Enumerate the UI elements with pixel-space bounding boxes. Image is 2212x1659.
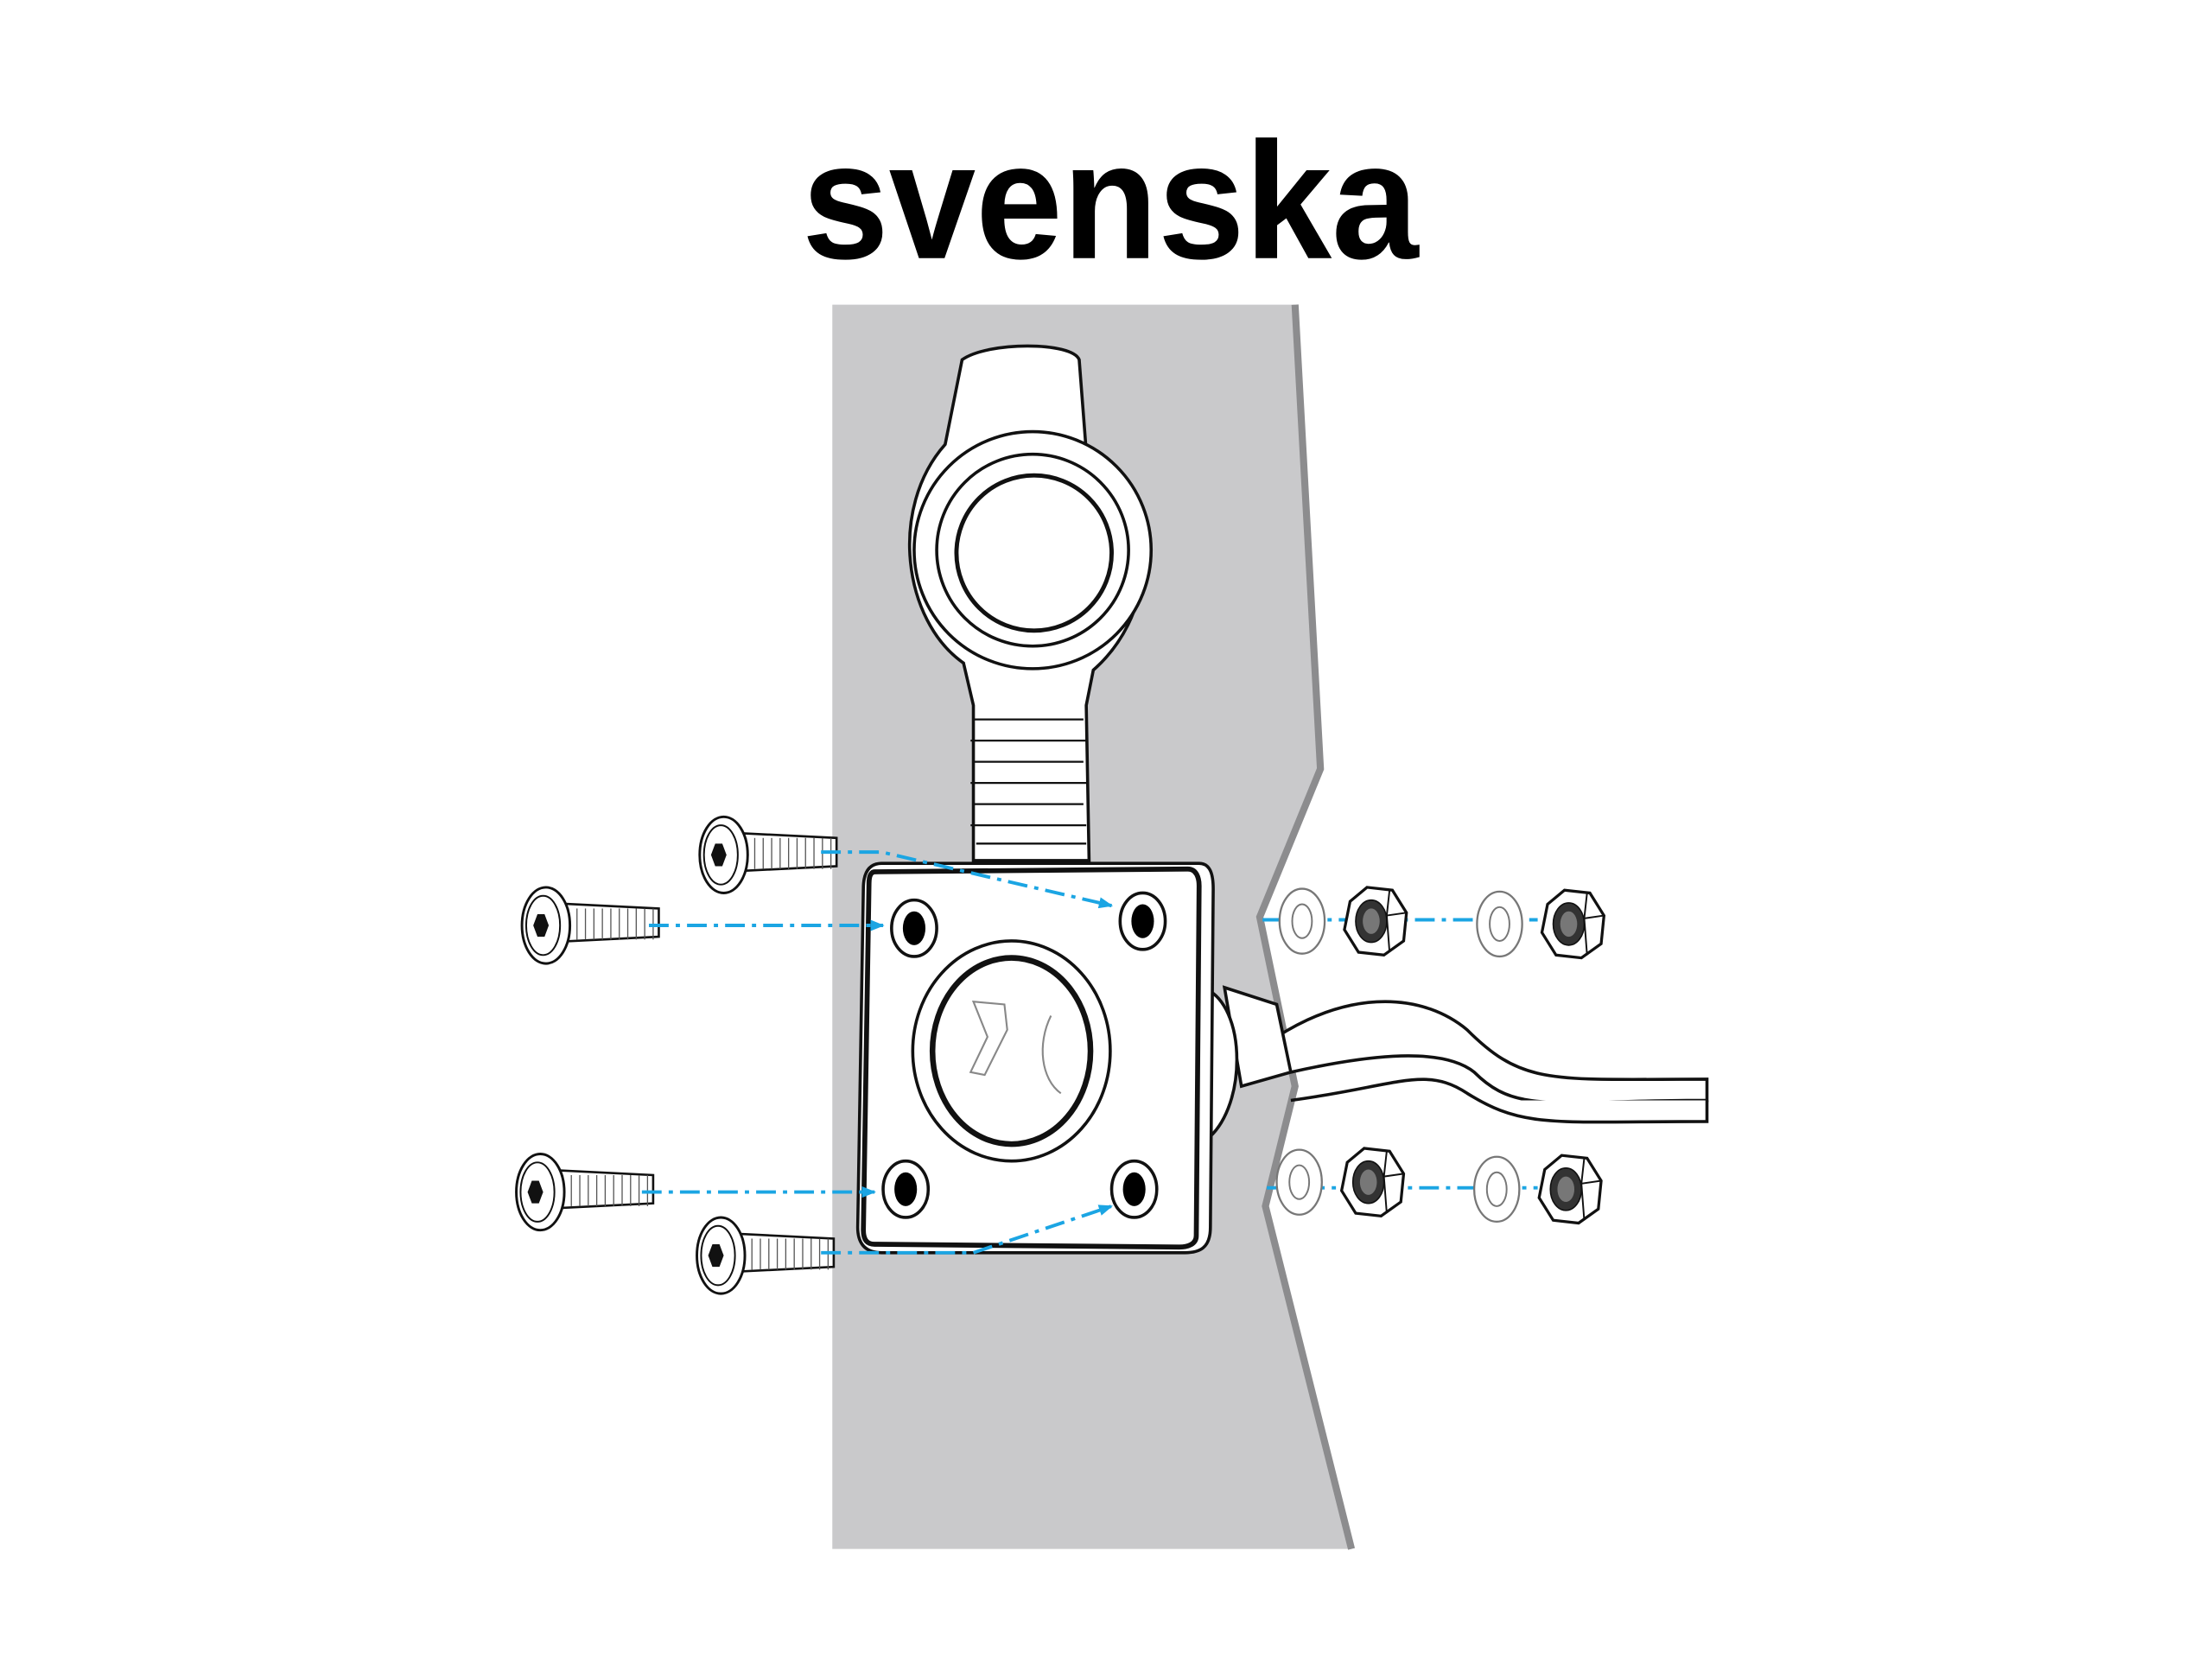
washer-3 — [1275, 1148, 1323, 1216]
nut-3 — [1340, 1147, 1406, 1217]
nut-1 — [1343, 886, 1408, 957]
panel-edge — [1255, 304, 1356, 1550]
bolt-1 — [698, 815, 838, 894]
bolt-4 — [696, 1216, 836, 1295]
washer-1 — [1278, 887, 1326, 955]
washer-4 — [1472, 1155, 1521, 1224]
nut-2 — [1540, 888, 1605, 960]
bolt-3 — [515, 1153, 655, 1232]
arrow-1 — [821, 850, 1114, 909]
arrow-4 — [821, 1205, 1114, 1255]
socket-plate — [855, 861, 1215, 1255]
nut-4 — [1537, 1154, 1603, 1225]
page-title: svenska — [802, 108, 1420, 294]
mounting-holes — [881, 891, 1167, 1219]
bolt-2 — [520, 886, 660, 965]
socket-cap — [907, 344, 1154, 862]
corrugated-neck — [970, 718, 1087, 845]
washer-2 — [1476, 890, 1523, 958]
